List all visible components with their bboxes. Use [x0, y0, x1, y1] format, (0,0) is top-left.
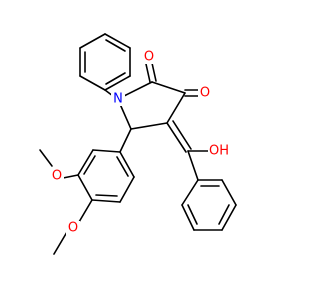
bond [145, 63, 151, 83]
bond [104, 33, 131, 49]
bond [104, 75, 131, 91]
atom-ome2: O [50, 169, 64, 184]
bond [105, 72, 126, 85]
bond [62, 174, 79, 179]
bond [151, 62, 157, 82]
carbonyl-3 [184, 89, 200, 97]
bond [218, 204, 230, 225]
bond [79, 75, 106, 91]
bond [119, 151, 135, 178]
bond [95, 194, 118, 197]
bond [221, 204, 237, 231]
bond [91, 199, 121, 203]
bond [53, 231, 68, 255]
bond [119, 103, 132, 130]
molecule-structure: N O O OH O O [39, 33, 237, 255]
bond [39, 149, 53, 167]
molecule-diagram: N O O OH O O [39, 33, 237, 255]
bond [181, 179, 199, 206]
atom-label-o: O [68, 221, 78, 236]
bond [123, 81, 153, 97]
bond [151, 81, 186, 94]
atom-o2: O [142, 50, 156, 65]
bond [187, 204, 198, 225]
bond [221, 179, 237, 206]
n-phenyl-ring [79, 33, 131, 91]
atom-oh: OH [208, 144, 230, 159]
bond [116, 156, 129, 177]
bond [77, 174, 93, 201]
bond [79, 33, 106, 49]
bond [166, 122, 187, 153]
bond [181, 204, 195, 231]
atom-o3: O [198, 86, 212, 101]
bond [130, 122, 168, 130]
bond [83, 155, 96, 175]
dimethoxyphenyl-ring [77, 149, 135, 203]
atom-ome4: O [66, 221, 80, 236]
exocyclic-double-bond [166, 120, 192, 153]
bond [119, 176, 135, 203]
bond [77, 149, 94, 176]
atom-label-o: O [144, 50, 154, 65]
atom-label-o: O [52, 169, 62, 184]
bond [119, 128, 132, 153]
bond [105, 39, 126, 52]
atom-label-n: N [113, 92, 123, 107]
bond [166, 92, 186, 124]
carbonyl-2 [145, 62, 157, 83]
bond [187, 150, 199, 181]
atom-label-oh: OH [209, 144, 229, 159]
atom-label-o: O [200, 86, 210, 101]
benzoyl-phenyl-ring [181, 150, 237, 231]
bond [172, 120, 192, 150]
pyrrolidine-ring [104, 81, 186, 130]
bond [92, 149, 121, 153]
bond [78, 199, 93, 223]
atom-n1: N [111, 92, 125, 107]
